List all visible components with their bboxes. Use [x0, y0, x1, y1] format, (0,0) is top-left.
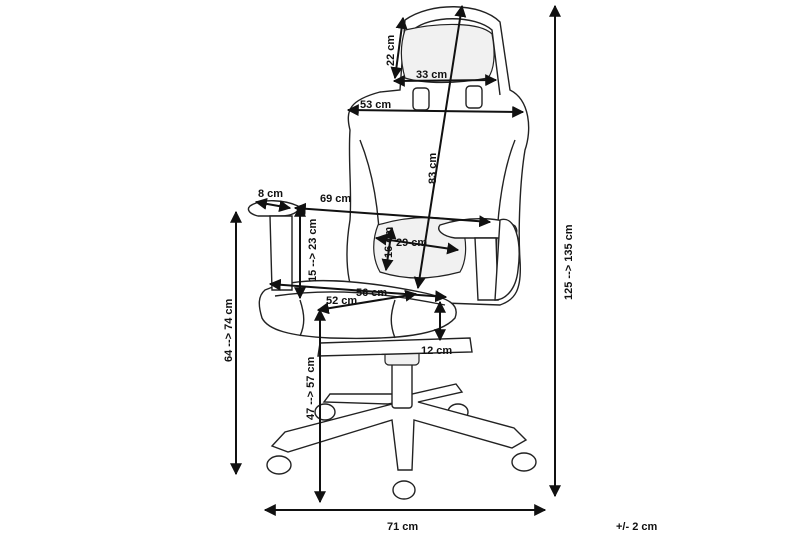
armrest-floor-height-label: 64 --> 74 cm — [223, 298, 235, 362]
armrest-span-line — [293, 202, 492, 228]
gas-cylinder — [391, 359, 413, 409]
headrest-width-line — [392, 74, 498, 87]
star-base — [270, 383, 528, 471]
backrest-width-label: 53 cm — [360, 99, 391, 111]
headrest-height-label: 22 cm — [385, 35, 397, 66]
lumbar-width-line — [374, 233, 460, 255]
dimension-lines — [230, 4, 561, 516]
armrest-width-line — [254, 197, 292, 213]
headrest-width-label: 33 cm — [416, 69, 447, 81]
headrest-height-line — [390, 16, 408, 80]
seat-width-label: 56 cm — [356, 287, 387, 299]
lumbar-height-label: 16 cm — [383, 227, 395, 258]
seat-thickness-label: 12 cm — [421, 345, 452, 357]
backrest-height-label: 83 cm — [427, 153, 439, 184]
tolerance-label: +/- 2 cm — [616, 521, 657, 533]
seat-depth-label: 52 cm — [326, 295, 357, 307]
dimension-labels: 22 cm 33 cm 53 cm 83 cm 8 cm 69 cm 15 --… — [223, 35, 657, 533]
seat-depth-line — [316, 289, 418, 315]
armrest-height-label: 15 --> 23 cm — [307, 218, 319, 282]
lumbar-width-label: 29 cm — [396, 237, 427, 249]
armrest-width-label: 8 cm — [258, 188, 283, 200]
armrest-span-label: 69 cm — [320, 193, 351, 205]
backrest-width-line — [346, 104, 525, 118]
total-height-label: 125 --> 135 cm — [563, 224, 575, 300]
seat-floor-height-label: 47 --> 57 cm — [305, 356, 317, 420]
left-armrest — [247, 200, 299, 217]
base-width-label: 71 cm — [387, 521, 418, 533]
